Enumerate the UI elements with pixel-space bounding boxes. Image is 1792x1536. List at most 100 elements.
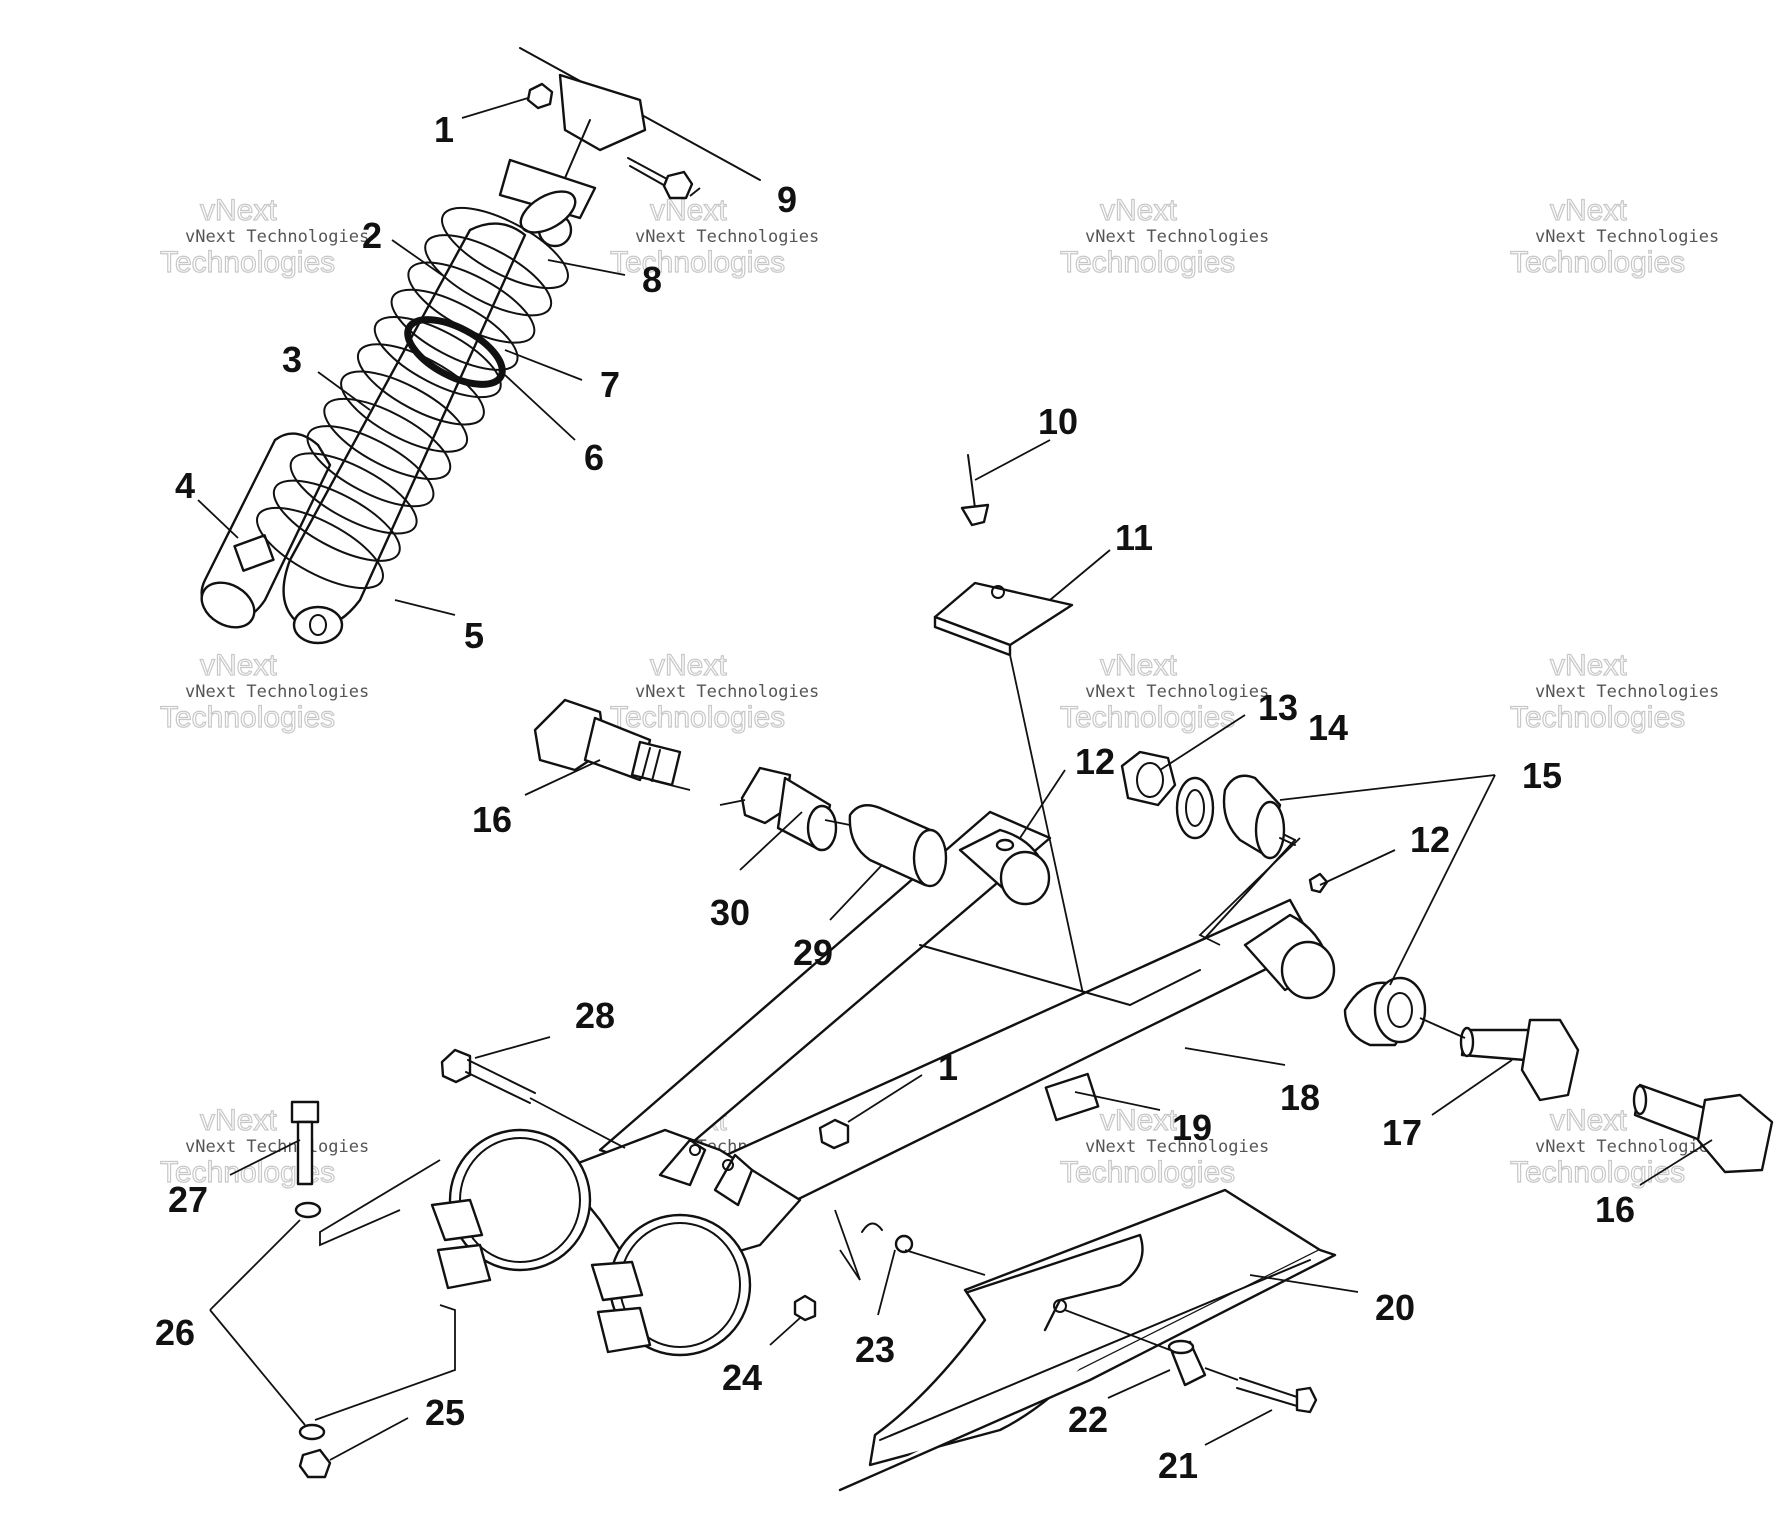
callout-27: 27 bbox=[168, 1179, 208, 1220]
callout-10: 10 bbox=[1038, 401, 1078, 442]
watermark-text: vNext Technologies bbox=[635, 227, 819, 247]
clamp-right bbox=[590, 1213, 752, 1357]
callout-16-right: 16 bbox=[1595, 1189, 1635, 1230]
bolt-28 bbox=[440, 1048, 626, 1149]
callout-7: 7 bbox=[600, 364, 620, 405]
callout-12-upper: 12 bbox=[1075, 741, 1115, 782]
callout-11: 11 bbox=[1115, 517, 1153, 558]
watermark-text: vNext bbox=[1550, 194, 1627, 227]
watermark-text: vNext bbox=[200, 649, 277, 682]
decal-19 bbox=[1044, 1072, 1100, 1122]
watermark-text: vNext Technologies bbox=[1085, 227, 1269, 247]
leader-lines bbox=[197, 97, 1713, 1461]
reservoir-label bbox=[233, 534, 275, 572]
callout-13: 13 bbox=[1258, 687, 1298, 728]
washer-14 bbox=[1175, 776, 1215, 840]
nut-25 bbox=[298, 1448, 332, 1479]
callout-30: 30 bbox=[710, 892, 750, 933]
watermark-text: vNext Technologies bbox=[185, 227, 369, 247]
bolt-27 bbox=[290, 1100, 320, 1186]
bolt-9 bbox=[627, 157, 694, 200]
bushing-30 bbox=[740, 766, 838, 852]
watermark-text: vNext Technologies bbox=[1535, 1137, 1719, 1157]
watermark-text: vNext Technologies bbox=[185, 1137, 369, 1157]
bushing-15-lower bbox=[1343, 976, 1427, 1047]
slide-rail-20 bbox=[838, 1188, 1337, 1492]
watermark-text: vNext bbox=[1100, 1104, 1177, 1137]
callout-2: 2 bbox=[362, 215, 382, 256]
watermark-text: vNext bbox=[200, 194, 277, 227]
callout-1-lower: 1 bbox=[938, 1047, 958, 1088]
watermark-text: vNext bbox=[650, 194, 727, 227]
plate-11 bbox=[933, 581, 1086, 1004]
watermark-text: vNext Technologies bbox=[1535, 227, 1719, 247]
callout-15: 15 bbox=[1522, 755, 1562, 796]
spring-coil bbox=[390, 288, 519, 371]
callout-18: 18 bbox=[1280, 1077, 1320, 1118]
watermark-text: vNext bbox=[1550, 649, 1627, 682]
watermark-text: Technologies bbox=[1510, 1156, 1685, 1189]
callout-22: 22 bbox=[1068, 1399, 1108, 1440]
callout-21: 21 bbox=[1158, 1445, 1198, 1486]
callout-25: 25 bbox=[425, 1392, 465, 1433]
callout-14: 14 bbox=[1308, 707, 1348, 748]
washer-26-bottom bbox=[298, 1423, 326, 1441]
watermark-text: Technologies bbox=[1060, 701, 1235, 734]
spring-coil bbox=[272, 479, 401, 562]
callout-20: 20 bbox=[1375, 1287, 1415, 1328]
watermark-text: Technologies bbox=[610, 246, 785, 279]
shock-absorber bbox=[200, 190, 577, 645]
watermark-text: vNext Technologies bbox=[1535, 682, 1719, 702]
bolt-21 bbox=[1236, 1377, 1318, 1414]
clamp-left bbox=[430, 1128, 592, 1290]
spacer-22 bbox=[1167, 1339, 1207, 1387]
spring-adjuster-ring bbox=[404, 316, 506, 388]
watermark-text: vNext Technologies bbox=[185, 682, 369, 702]
spring-coil bbox=[356, 343, 485, 426]
callout-12-lower: 12 bbox=[1410, 819, 1450, 860]
callout-9: 9 bbox=[777, 179, 797, 220]
callout-6: 6 bbox=[584, 437, 604, 478]
spring-coil bbox=[440, 206, 570, 290]
callout-19: 19 bbox=[1172, 1107, 1212, 1148]
watermark-text: vNext Technologies bbox=[1085, 682, 1269, 702]
callout-17: 17 bbox=[1382, 1112, 1422, 1153]
shock-mount-bracket bbox=[498, 47, 761, 220]
spring-coil bbox=[340, 370, 469, 453]
spring-coil bbox=[373, 316, 502, 399]
callout-4: 4 bbox=[175, 465, 195, 506]
nut-1-lower bbox=[818, 1118, 850, 1150]
watermark-text: Technologies bbox=[1060, 1156, 1235, 1189]
nut-13 bbox=[1120, 750, 1177, 807]
watermark-text: Technologies bbox=[160, 701, 335, 734]
watermark-text: vNext bbox=[650, 649, 727, 682]
watermark-text: vNext Technologies bbox=[635, 682, 819, 702]
bushing-15-upper bbox=[1222, 774, 1296, 860]
watermark-text: vNext bbox=[1550, 1104, 1627, 1137]
spring-coil bbox=[424, 234, 553, 317]
rivet-10 bbox=[960, 454, 990, 527]
bolt-16-left bbox=[533, 698, 682, 787]
spring-coil bbox=[289, 452, 418, 535]
spring-coil bbox=[255, 506, 385, 590]
nut-24 bbox=[793, 1294, 817, 1322]
callout-24: 24 bbox=[722, 1357, 762, 1398]
bushing-29 bbox=[848, 804, 948, 888]
callout-29: 29 bbox=[793, 932, 833, 973]
watermark-text: Technologies bbox=[1060, 246, 1235, 279]
watermark-text: Technologies bbox=[160, 246, 335, 279]
callout-labels: 1 2 3 4 5 6 7 8 9 10 11 12 13 14 15 16 1… bbox=[155, 109, 1635, 1486]
assembly-lines bbox=[314, 779, 1466, 1421]
washer-26-top bbox=[294, 1201, 322, 1219]
callout-26: 26 bbox=[155, 1312, 195, 1353]
